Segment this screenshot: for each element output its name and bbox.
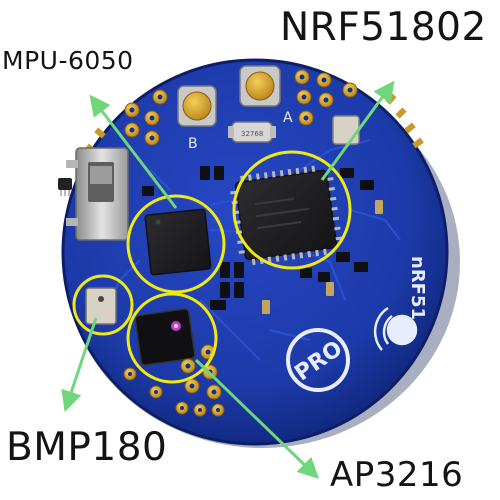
- nrf51802-chip: [230, 165, 342, 266]
- smd-components: [142, 166, 374, 310]
- silkscreen-a: A: [283, 110, 293, 126]
- smd-capacitors: [262, 200, 383, 314]
- tactile-button-b: [177, 85, 217, 127]
- transistor: [58, 178, 72, 196]
- silkscreen-b: B: [188, 136, 198, 152]
- arrow-mpu6050: [89, 94, 178, 209]
- crystal-marking: 32768: [241, 130, 263, 138]
- capacitor-top-right: [332, 115, 360, 145]
- highlight-mpu6050: [126, 194, 226, 294]
- bmp180-sensor: [85, 287, 117, 325]
- ap3216-sensor: [134, 308, 196, 366]
- label-bmp180: BMP180: [6, 425, 168, 470]
- arrow-ap3216: [194, 358, 320, 479]
- highlight-bmp180: [72, 274, 134, 336]
- nrf51-silkscreen: nRF51: [407, 256, 428, 320]
- highlight-nrf51802: [232, 150, 352, 270]
- label-nrf51802: NRF51802: [280, 5, 487, 50]
- nfc-logo: [373, 306, 418, 351]
- arrow-nrf51802: [320, 80, 395, 181]
- crystal-oscillator: 32768: [228, 121, 276, 143]
- via-holes-top-left: [129, 94, 163, 141]
- highlight-ap3216: [126, 292, 218, 384]
- pointer-arrows: [61, 80, 395, 479]
- mpu6050-chip: [144, 208, 212, 276]
- via-holes-top-right: [299, 74, 353, 121]
- highlight-circles: [72, 150, 352, 384]
- tactile-button-a: [239, 65, 281, 107]
- label-mpu6050: MPU-6050: [2, 46, 134, 75]
- slide-switch: [66, 147, 129, 241]
- arrow-bmp180: [61, 317, 98, 412]
- label-ap3216: AP3216: [330, 455, 464, 495]
